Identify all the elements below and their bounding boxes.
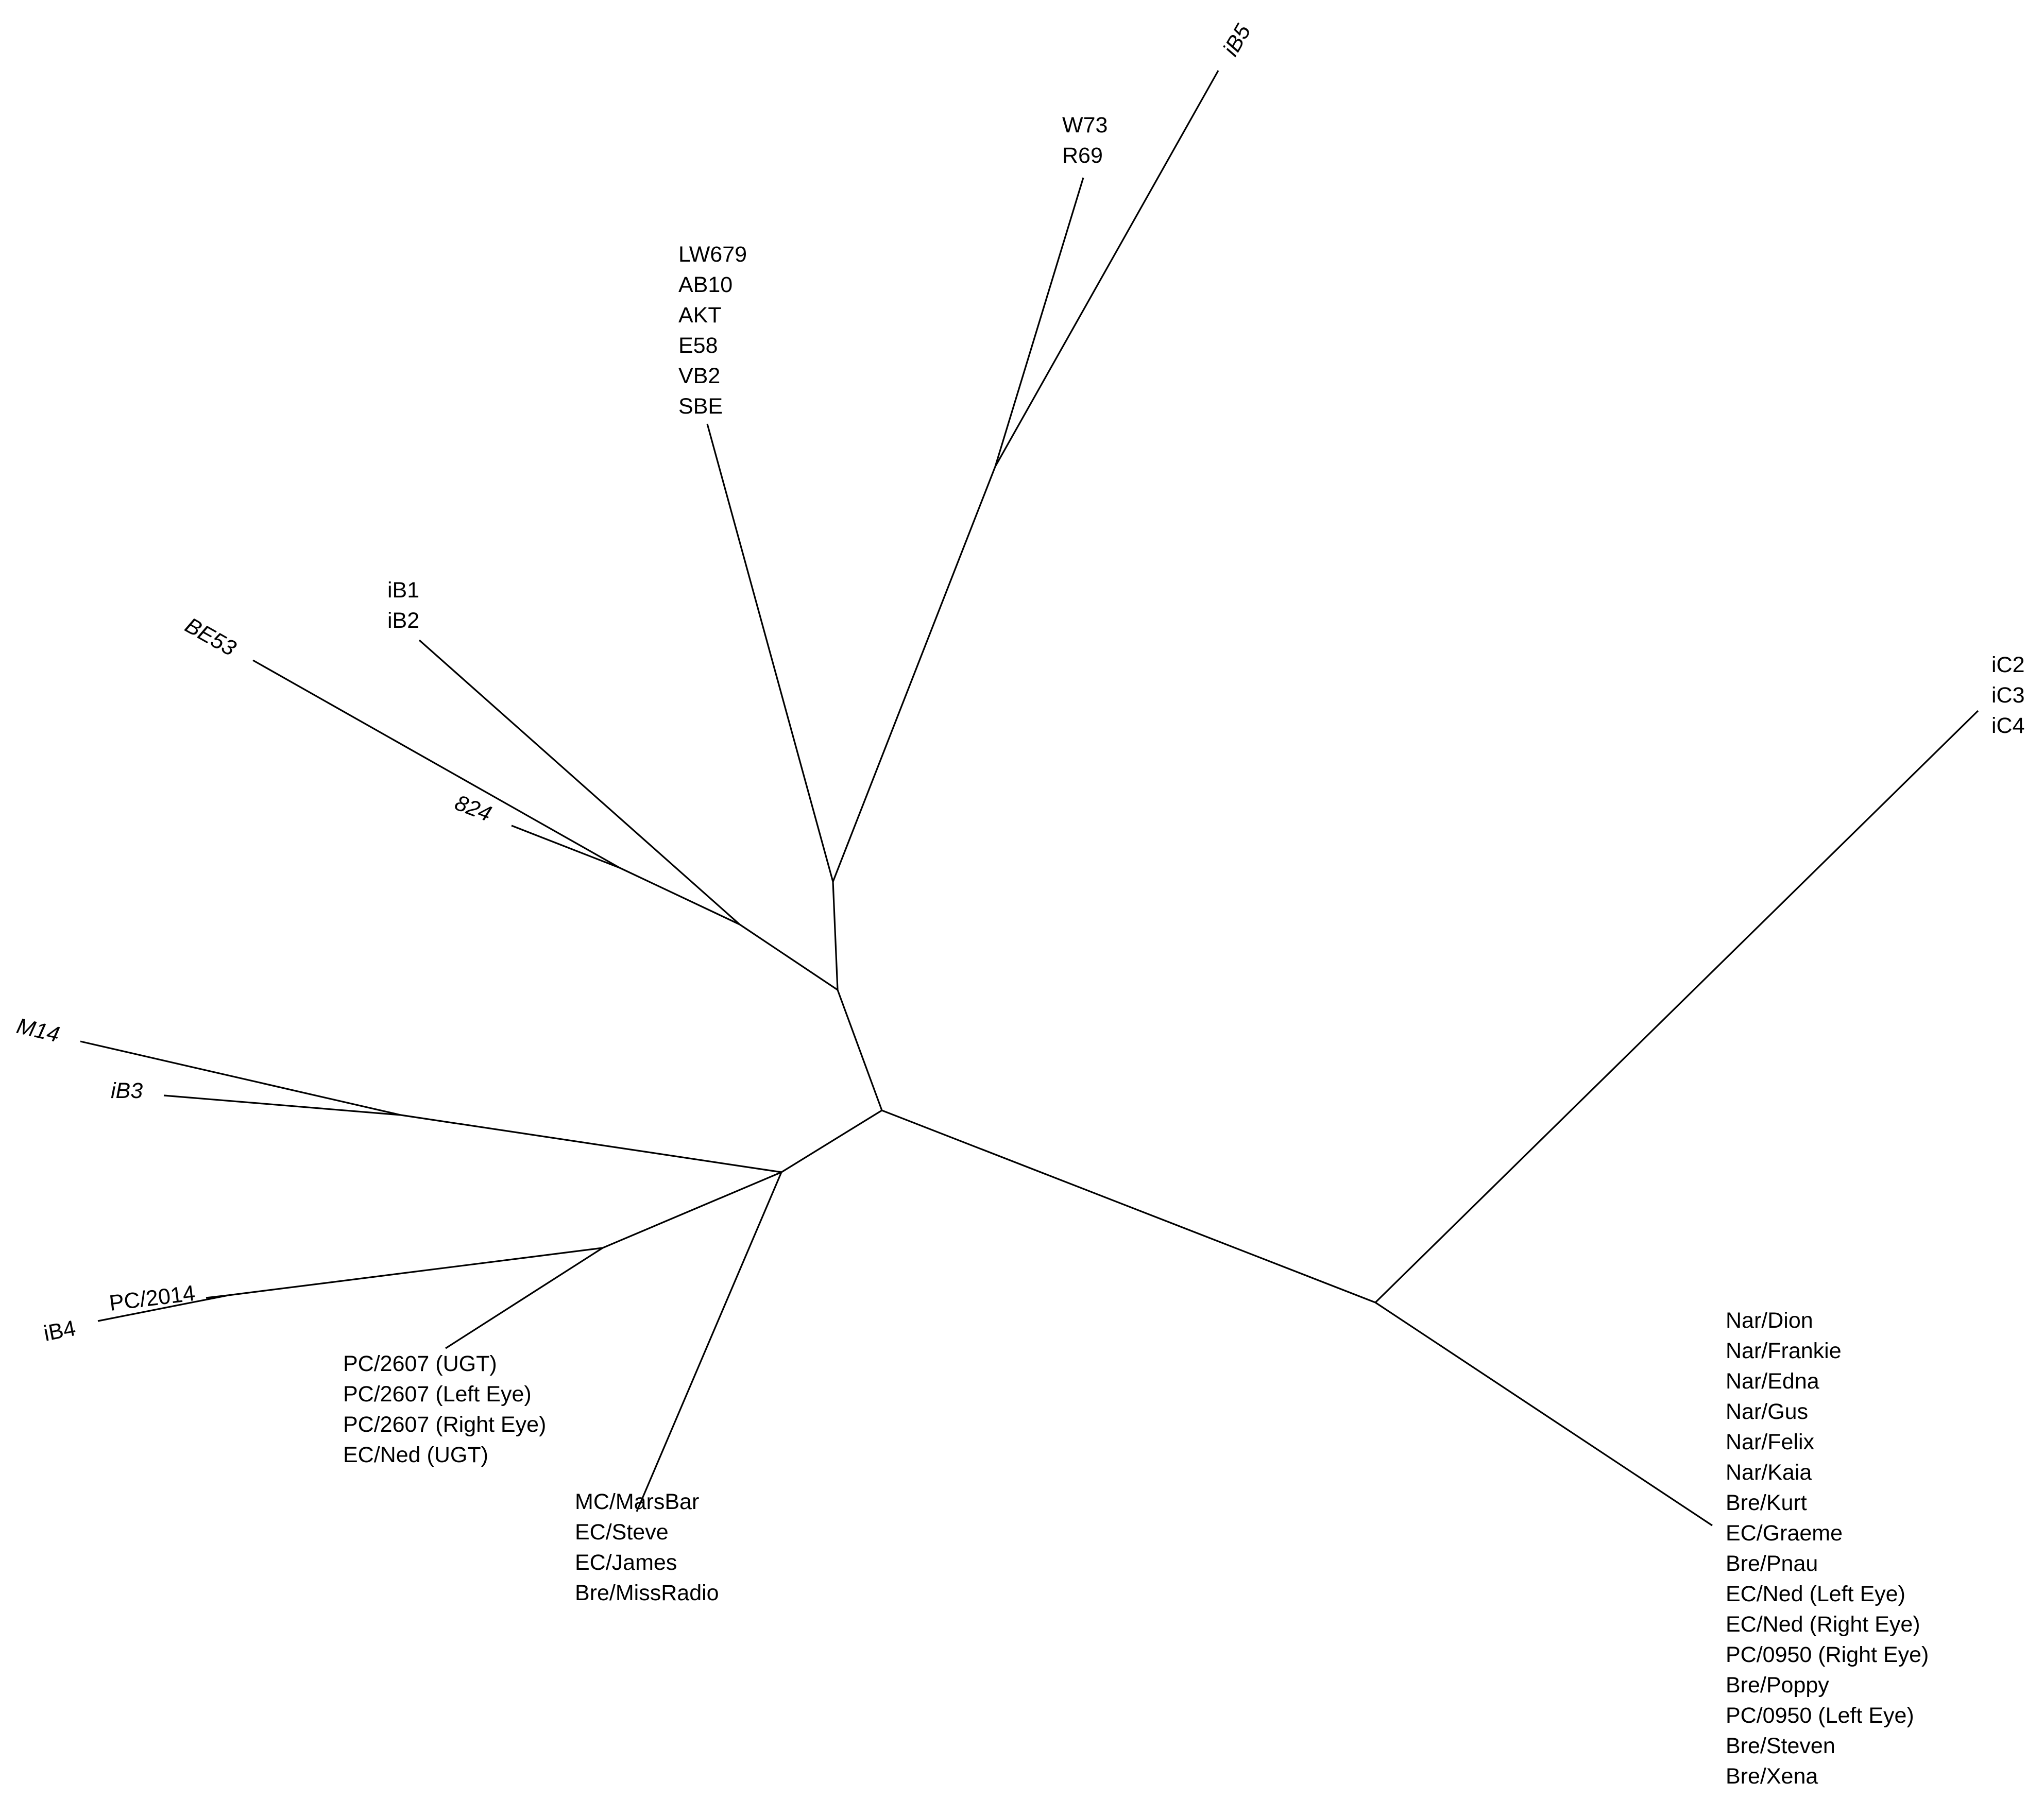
branch-to-BE53-824-node	[619, 867, 740, 925]
branch-lower-left-to-PC-node	[602, 1171, 782, 1249]
branch-iB5	[994, 70, 1219, 467]
taxon-label: AKT	[678, 303, 722, 328]
taxon-label: PC/0950 (Right Eye)	[1726, 1642, 1929, 1667]
tip-labels: iB5 W73 R69 LW679 AB10 AKT E58 VB2 SBE i…	[14, 20, 2025, 1789]
taxon-label: AB10	[678, 272, 733, 297]
branch-W73-R69	[994, 177, 1084, 467]
taxon-label: Bre/Xena	[1726, 1764, 1818, 1789]
taxon-label: iC4	[1991, 713, 2025, 738]
taxon-label: R69	[1062, 143, 1103, 168]
taxon-label: Bre/Kurt	[1726, 1490, 1807, 1515]
branch-iB3	[163, 1094, 401, 1116]
taxon-label: MC/MarsBar	[575, 1489, 699, 1514]
branch-iC-group	[1374, 710, 1979, 1304]
branch-BE53	[252, 659, 620, 869]
taxon-label: E58	[678, 333, 718, 358]
taxon-label: Nar/Frankie	[1726, 1339, 1842, 1363]
branch-iB4	[97, 1294, 229, 1322]
branch-root-to-lower-left-cluster	[781, 1109, 882, 1173]
branch-824	[511, 825, 620, 869]
taxon-label-M14: M14	[14, 1014, 62, 1048]
branch-iB1-iB2	[418, 639, 741, 925]
branch-Nar-group	[1375, 1301, 1713, 1527]
tree-branches	[80, 70, 1979, 1527]
taxon-label: EC/Ned (Right Eye)	[1726, 1612, 1920, 1637]
taxon-label: EC/James	[575, 1550, 677, 1575]
taxon-label: SBE	[678, 394, 723, 419]
taxon-label-iB3: iB3	[111, 1078, 143, 1103]
taxon-label-iB5: iB5	[1218, 20, 1256, 60]
branch-PC2607-group	[445, 1247, 603, 1349]
branch-PC2014	[206, 1294, 229, 1299]
taxon-label: EC/Graeme	[1726, 1521, 1843, 1546]
branch-root-to-iB-cluster	[837, 989, 883, 1111]
taxon-label: PC/0950 (Left Eye)	[1726, 1703, 1914, 1728]
branch-MC-group	[636, 1172, 782, 1512]
branch-to-iB1-BE53-node	[739, 923, 838, 991]
taxon-label: iC3	[1991, 683, 2025, 708]
taxon-label: Bre/Pnau	[1726, 1551, 1818, 1576]
taxon-label: Nar/Edna	[1726, 1369, 1819, 1394]
branch-internal-upper-stem	[832, 881, 839, 990]
taxon-label: EC/Steve	[575, 1520, 669, 1545]
taxon-label-PC2014: PC/2014	[108, 1281, 196, 1316]
taxon-label: VB2	[678, 364, 720, 388]
taxon-label: Bre/Poppy	[1726, 1673, 1829, 1698]
taxon-label: PC/2607 (UGT)	[343, 1351, 497, 1376]
taxon-label: W73	[1062, 113, 1108, 138]
branch-to-iB4-PC2014-node	[228, 1247, 603, 1296]
taxon-label: PC/2607 (Left Eye)	[343, 1382, 532, 1407]
taxon-label: PC/2607 (Right Eye)	[343, 1412, 546, 1437]
taxon-label-iB4: iB4	[42, 1316, 78, 1346]
taxon-label: EC/Ned (UGT)	[343, 1443, 488, 1467]
branch-LW679-group	[706, 423, 834, 882]
branch-internal-upper-split	[832, 466, 996, 882]
taxon-label: Nar/Gus	[1726, 1399, 1808, 1424]
taxon-label: iC2	[1991, 653, 2025, 677]
taxon-label: LW679	[678, 242, 747, 267]
taxon-label: iB1	[387, 578, 419, 603]
taxon-label-BE53: BE53	[181, 613, 240, 661]
taxon-label: Nar/Felix	[1726, 1430, 1815, 1454]
taxon-label: Nar/Dion	[1726, 1308, 1813, 1333]
branch-lower-left-to-M14-node	[400, 1114, 782, 1173]
taxon-label: Nar/Kaia	[1726, 1460, 1812, 1485]
branch-M14	[80, 1040, 401, 1116]
taxon-label: iB2	[387, 608, 419, 633]
taxon-label: Bre/Steven	[1726, 1734, 1835, 1758]
taxon-label: EC/Ned (Left Eye)	[1726, 1582, 1905, 1606]
branch-root-to-iC-node	[881, 1109, 1376, 1304]
taxon-label-824: 824	[451, 791, 495, 827]
taxon-label: Bre/MissRadio	[575, 1581, 719, 1605]
